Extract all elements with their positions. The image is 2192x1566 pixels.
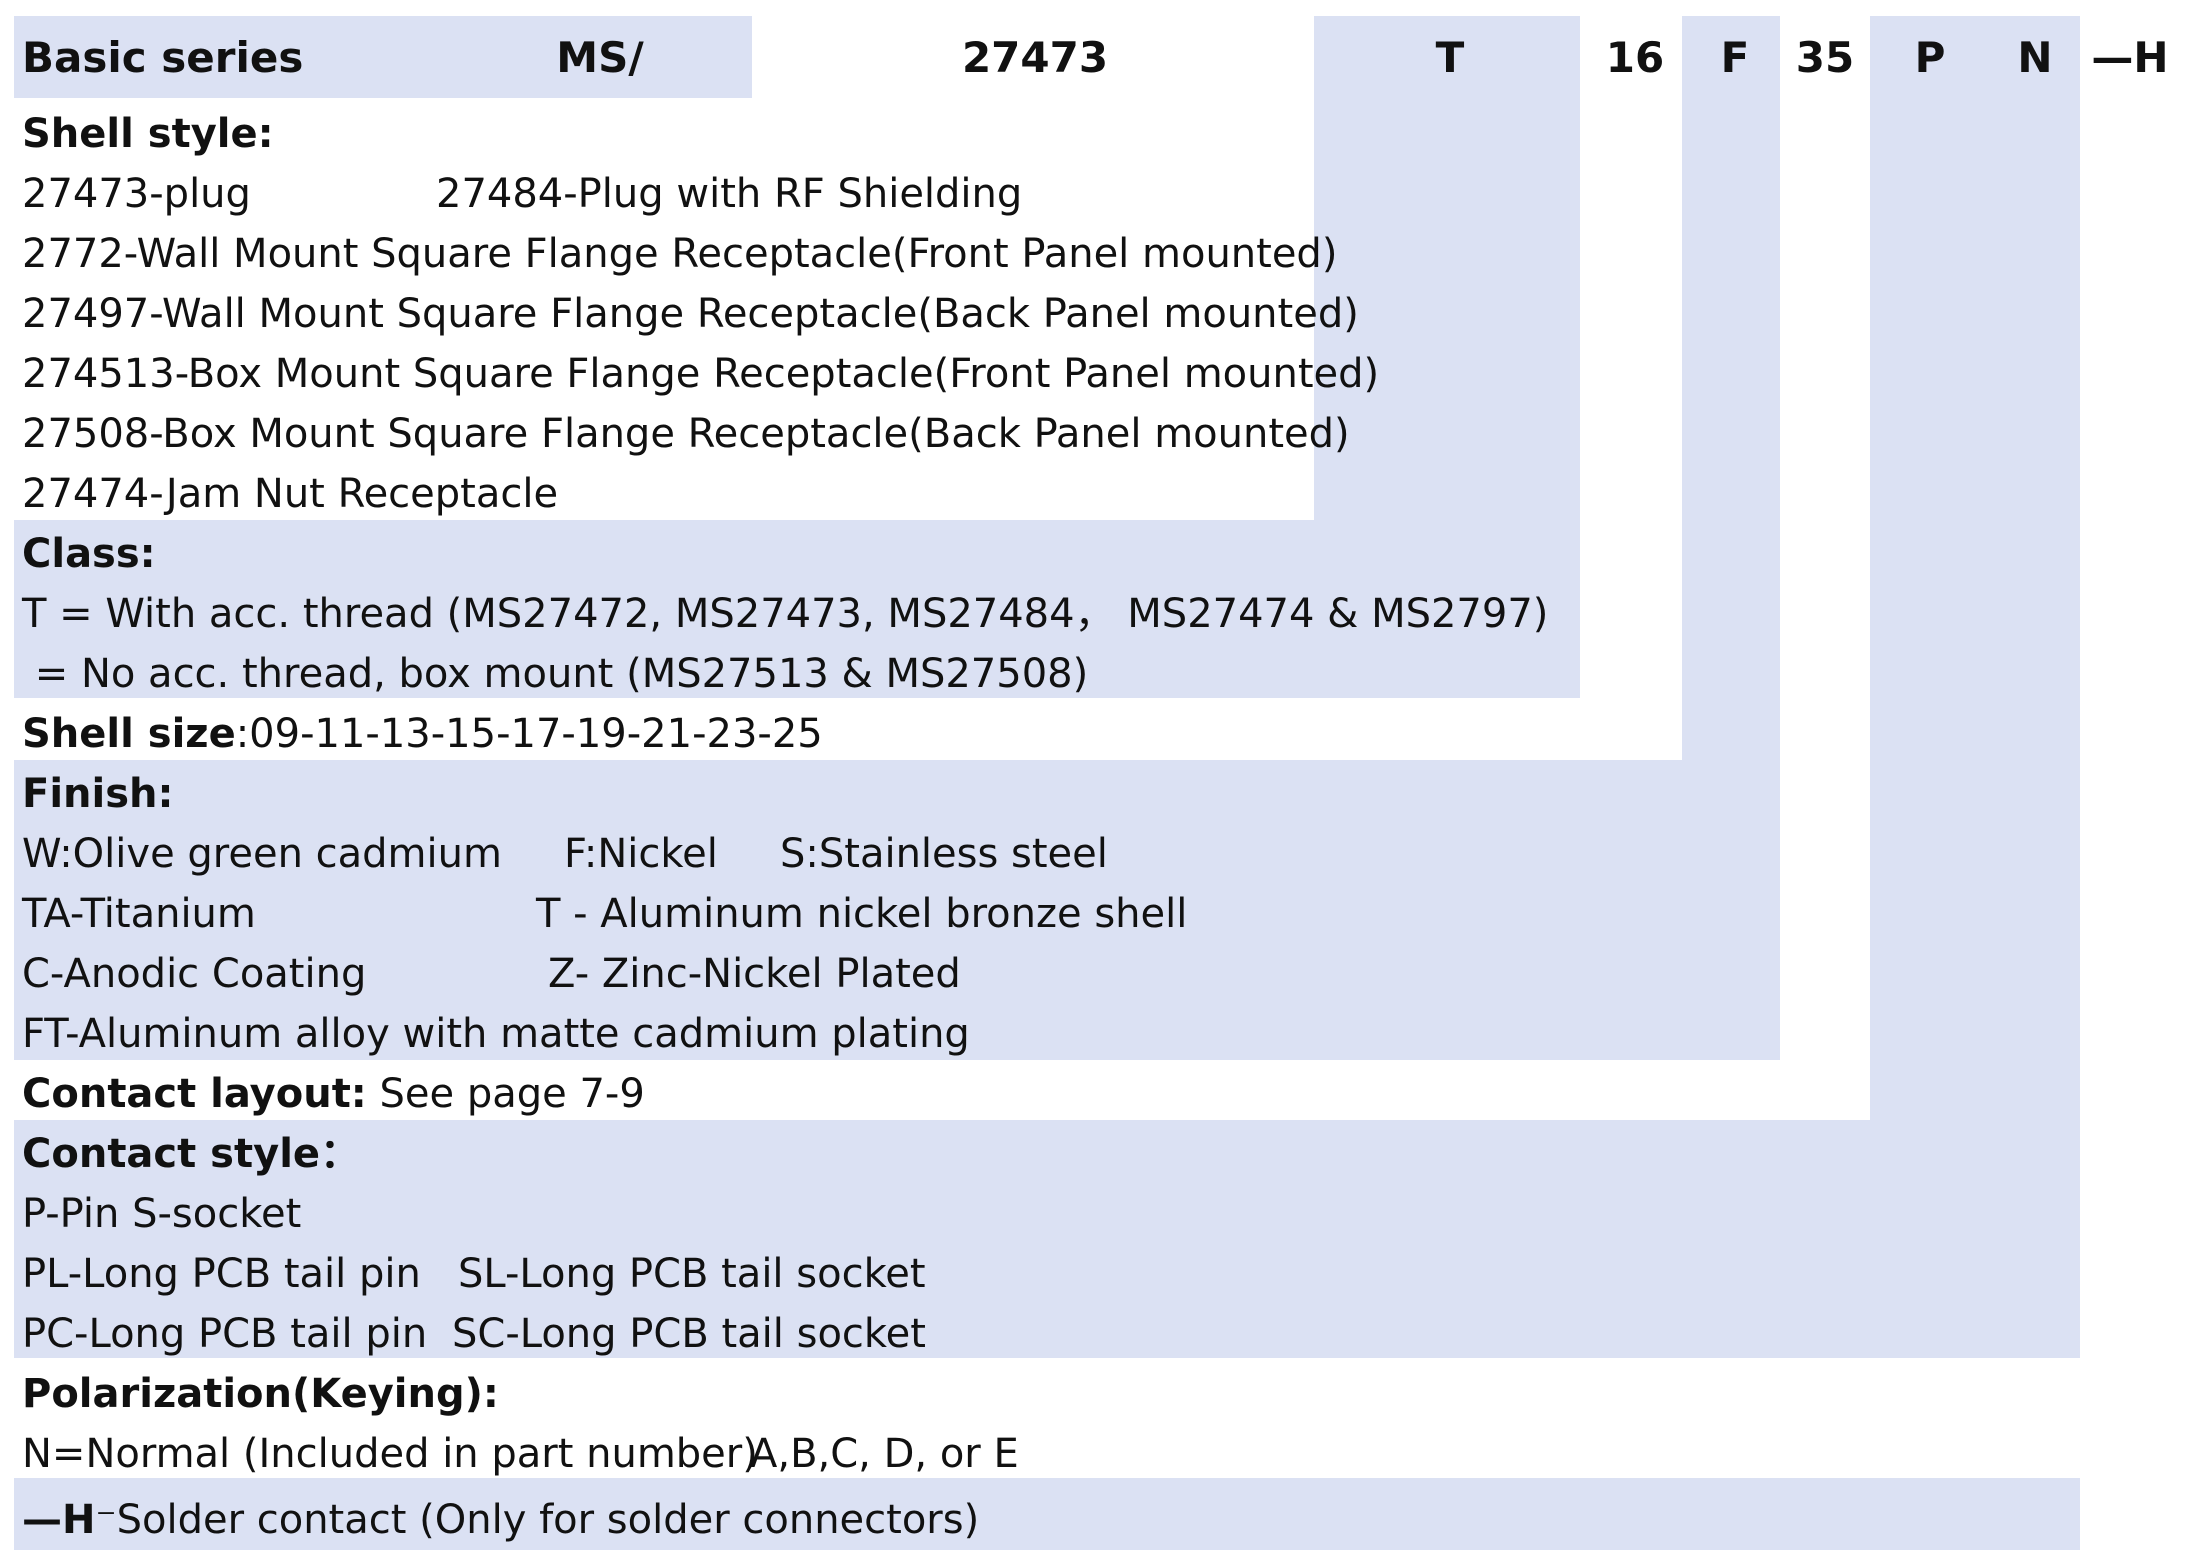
shell-style-option: 27508-Box Mount Square Flange Receptacle… (22, 411, 1350, 457)
contact-style-sl: SL-Long PCB tail socket (458, 1251, 926, 1297)
shell-size-values: :09-11-13-15-17-19-21-23-25 (235, 711, 823, 757)
contact-layout-row: Contact layout: See page 7-9 (22, 1064, 645, 1124)
basic-series-label: Basic series (22, 33, 304, 82)
shell-size-row: Shell size:09-11-13-15-17-19-21-23-25 (22, 704, 823, 764)
contact-layout-title: Contact layout: (22, 1071, 367, 1117)
shell-style-plug: 27473-plug (22, 171, 251, 217)
finish-title: Finish: (22, 771, 174, 817)
shell-style-option: 27474-Jam Nut Receptacle (22, 471, 559, 517)
contact-style-ps: P-Pin S-socket (22, 1191, 302, 1237)
class-title: Class: (22, 531, 156, 577)
shell-size-title: Shell size (22, 711, 236, 757)
finish-f: F:Nickel (564, 831, 718, 877)
polarization-normal: N=Normal (Included in part number) (22, 1431, 758, 1477)
contact-style-title: Contact style： (22, 1131, 361, 1177)
finish-s: S:Stainless steel (780, 831, 1108, 877)
finish-code: F (1720, 33, 1750, 82)
shell-style-option: 274513-Box Mount Square Flange Receptacl… (22, 351, 1380, 397)
solder-row: —H⁻Solder contact (Only for solder conne… (22, 1490, 979, 1550)
solder-code-label: —H (22, 1497, 96, 1543)
band-basic-series (14, 16, 752, 98)
class-code: T (1435, 33, 1465, 82)
layout-code: 35 (1795, 33, 1855, 82)
polarization-code: N (2017, 33, 2053, 82)
solder-text: ⁻Solder contact (Only for solder connect… (95, 1497, 980, 1543)
finish-c: C-Anodic Coating (22, 951, 367, 997)
contact-style-pl: PL-Long PCB tail pin (22, 1251, 421, 1297)
polarization-title: Polarization(Keying): (22, 1371, 499, 1417)
class-line: T = With acc. thread (MS27472, MS27473, … (22, 591, 1549, 637)
contact-code: P (1914, 33, 1946, 82)
contact-style-pc: PC-Long PCB tail pin (22, 1311, 428, 1357)
class-line: = No acc. thread, box mount (MS27513 & M… (22, 651, 1089, 697)
band-shell-style-bg (14, 16, 1314, 520)
polarization-alternates: A,B,C, D, or E (750, 1431, 1019, 1477)
shell-style-option: 2772-Wall Mount Square Flange Receptacle… (22, 231, 1338, 277)
prefix-code: MS/ (556, 33, 644, 82)
solder-code: —H (2091, 33, 2169, 82)
finish-w: W:Olive green cadmium (22, 831, 502, 877)
band-polarization-bg (14, 1358, 2080, 1478)
shell-style-option: 27497-Wall Mount Square Flange Receptacl… (22, 291, 1359, 337)
finish-t: T - Aluminum nickel bronze shell (536, 891, 1188, 937)
size-code: 16 (1605, 33, 1665, 82)
finish-z: Z- Zinc-Nickel Plated (548, 951, 961, 997)
shell-style-plug-rf: 27484-Plug with RF Shielding (436, 171, 1023, 217)
shell-style-title: Shell style: (22, 111, 274, 157)
contact-style-sc: SC-Long PCB tail socket (452, 1311, 926, 1357)
contact-layout-value: See page 7-9 (366, 1071, 645, 1117)
shell-code: 27473 (961, 33, 1109, 82)
finish-ft: FT-Aluminum alloy with matte cadmium pla… (22, 1011, 970, 1057)
finish-ta: TA-Titanium (22, 891, 256, 937)
